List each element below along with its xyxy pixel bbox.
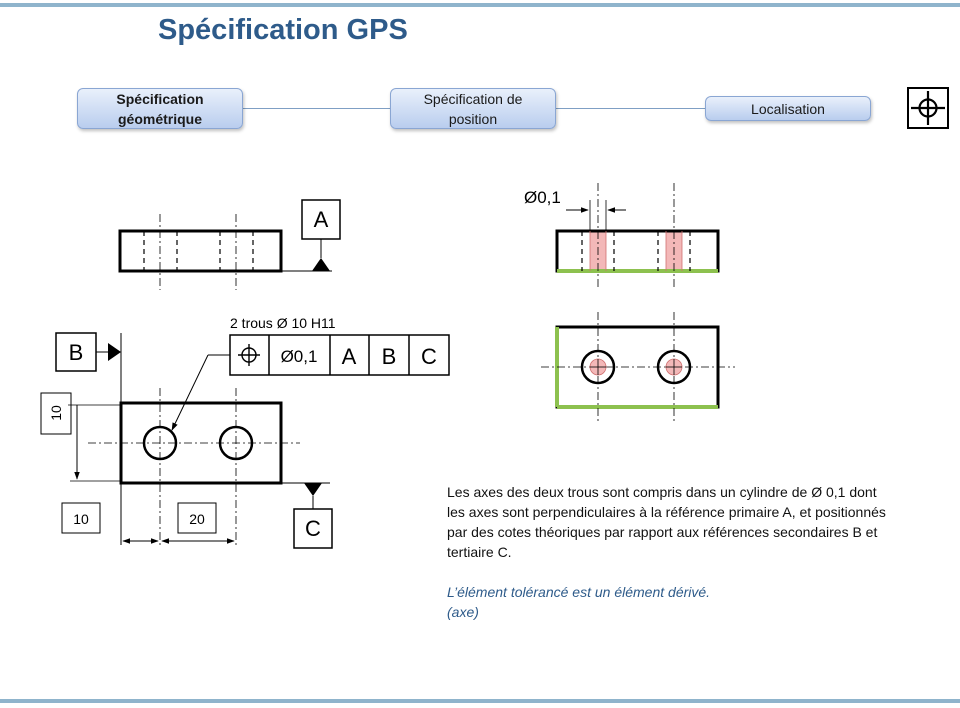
datum-a-box bbox=[301, 199, 341, 240]
breadcrumb-label: Spécification bbox=[116, 90, 204, 107]
breadcrumb-connector bbox=[556, 108, 706, 109]
dim-height-label: 10 bbox=[48, 405, 64, 421]
slide-title: Spécification GPS bbox=[158, 14, 408, 46]
breadcrumb-connector bbox=[242, 108, 392, 109]
frame-datum-3: C bbox=[421, 344, 437, 369]
position-tolerance-icon bbox=[907, 87, 949, 129]
breadcrumb-label: position bbox=[448, 110, 498, 127]
datum-b-label: B bbox=[69, 340, 84, 365]
breadcrumb-label: Spécification de bbox=[423, 90, 523, 107]
breadcrumb-step-geometric[interactable]: Spécification géométrique bbox=[77, 88, 243, 129]
feature-control-frame: Ø0,1 A B C bbox=[229, 334, 450, 376]
datum-c-box bbox=[293, 508, 333, 549]
top-accent-bar bbox=[0, 3, 960, 7]
datum-a-label: A bbox=[314, 207, 329, 232]
frame-datum-1: A bbox=[342, 344, 357, 369]
note-line-1: L’élément tolérancé est un élément dériv… bbox=[447, 584, 711, 600]
zone-top-view bbox=[541, 312, 735, 422]
breadcrumb-step-localisation[interactable]: Localisation bbox=[705, 96, 871, 121]
breadcrumb-label: Localisation bbox=[751, 100, 825, 117]
zone-label: Ø0,1 bbox=[524, 188, 561, 207]
bottom-accent-bar bbox=[0, 699, 960, 703]
position-symbol-icon bbox=[238, 344, 260, 366]
dim-spacing-label: 20 bbox=[189, 511, 205, 527]
breadcrumb-step-position[interactable]: Spécification de position bbox=[390, 88, 556, 129]
breadcrumb-label: géométrique bbox=[117, 110, 202, 127]
frame-tolerance: Ø0,1 bbox=[281, 347, 318, 366]
holes-note: 2 trous Ø 10 H11 bbox=[230, 315, 336, 331]
side-view-part: A bbox=[118, 199, 341, 290]
datum-c-label: C bbox=[305, 516, 321, 541]
dim-left-label: 10 bbox=[73, 511, 89, 527]
description-paragraph: Les axes des deux trous sont compris dan… bbox=[447, 484, 886, 560]
zone-side-view: Ø0,1 bbox=[524, 183, 720, 290]
top-view-part: B 10 10 20 C 2 trous Ø 10 H11 bbox=[40, 315, 450, 549]
note-line-2: (axe) bbox=[447, 604, 479, 620]
frame-datum-2: B bbox=[382, 344, 397, 369]
